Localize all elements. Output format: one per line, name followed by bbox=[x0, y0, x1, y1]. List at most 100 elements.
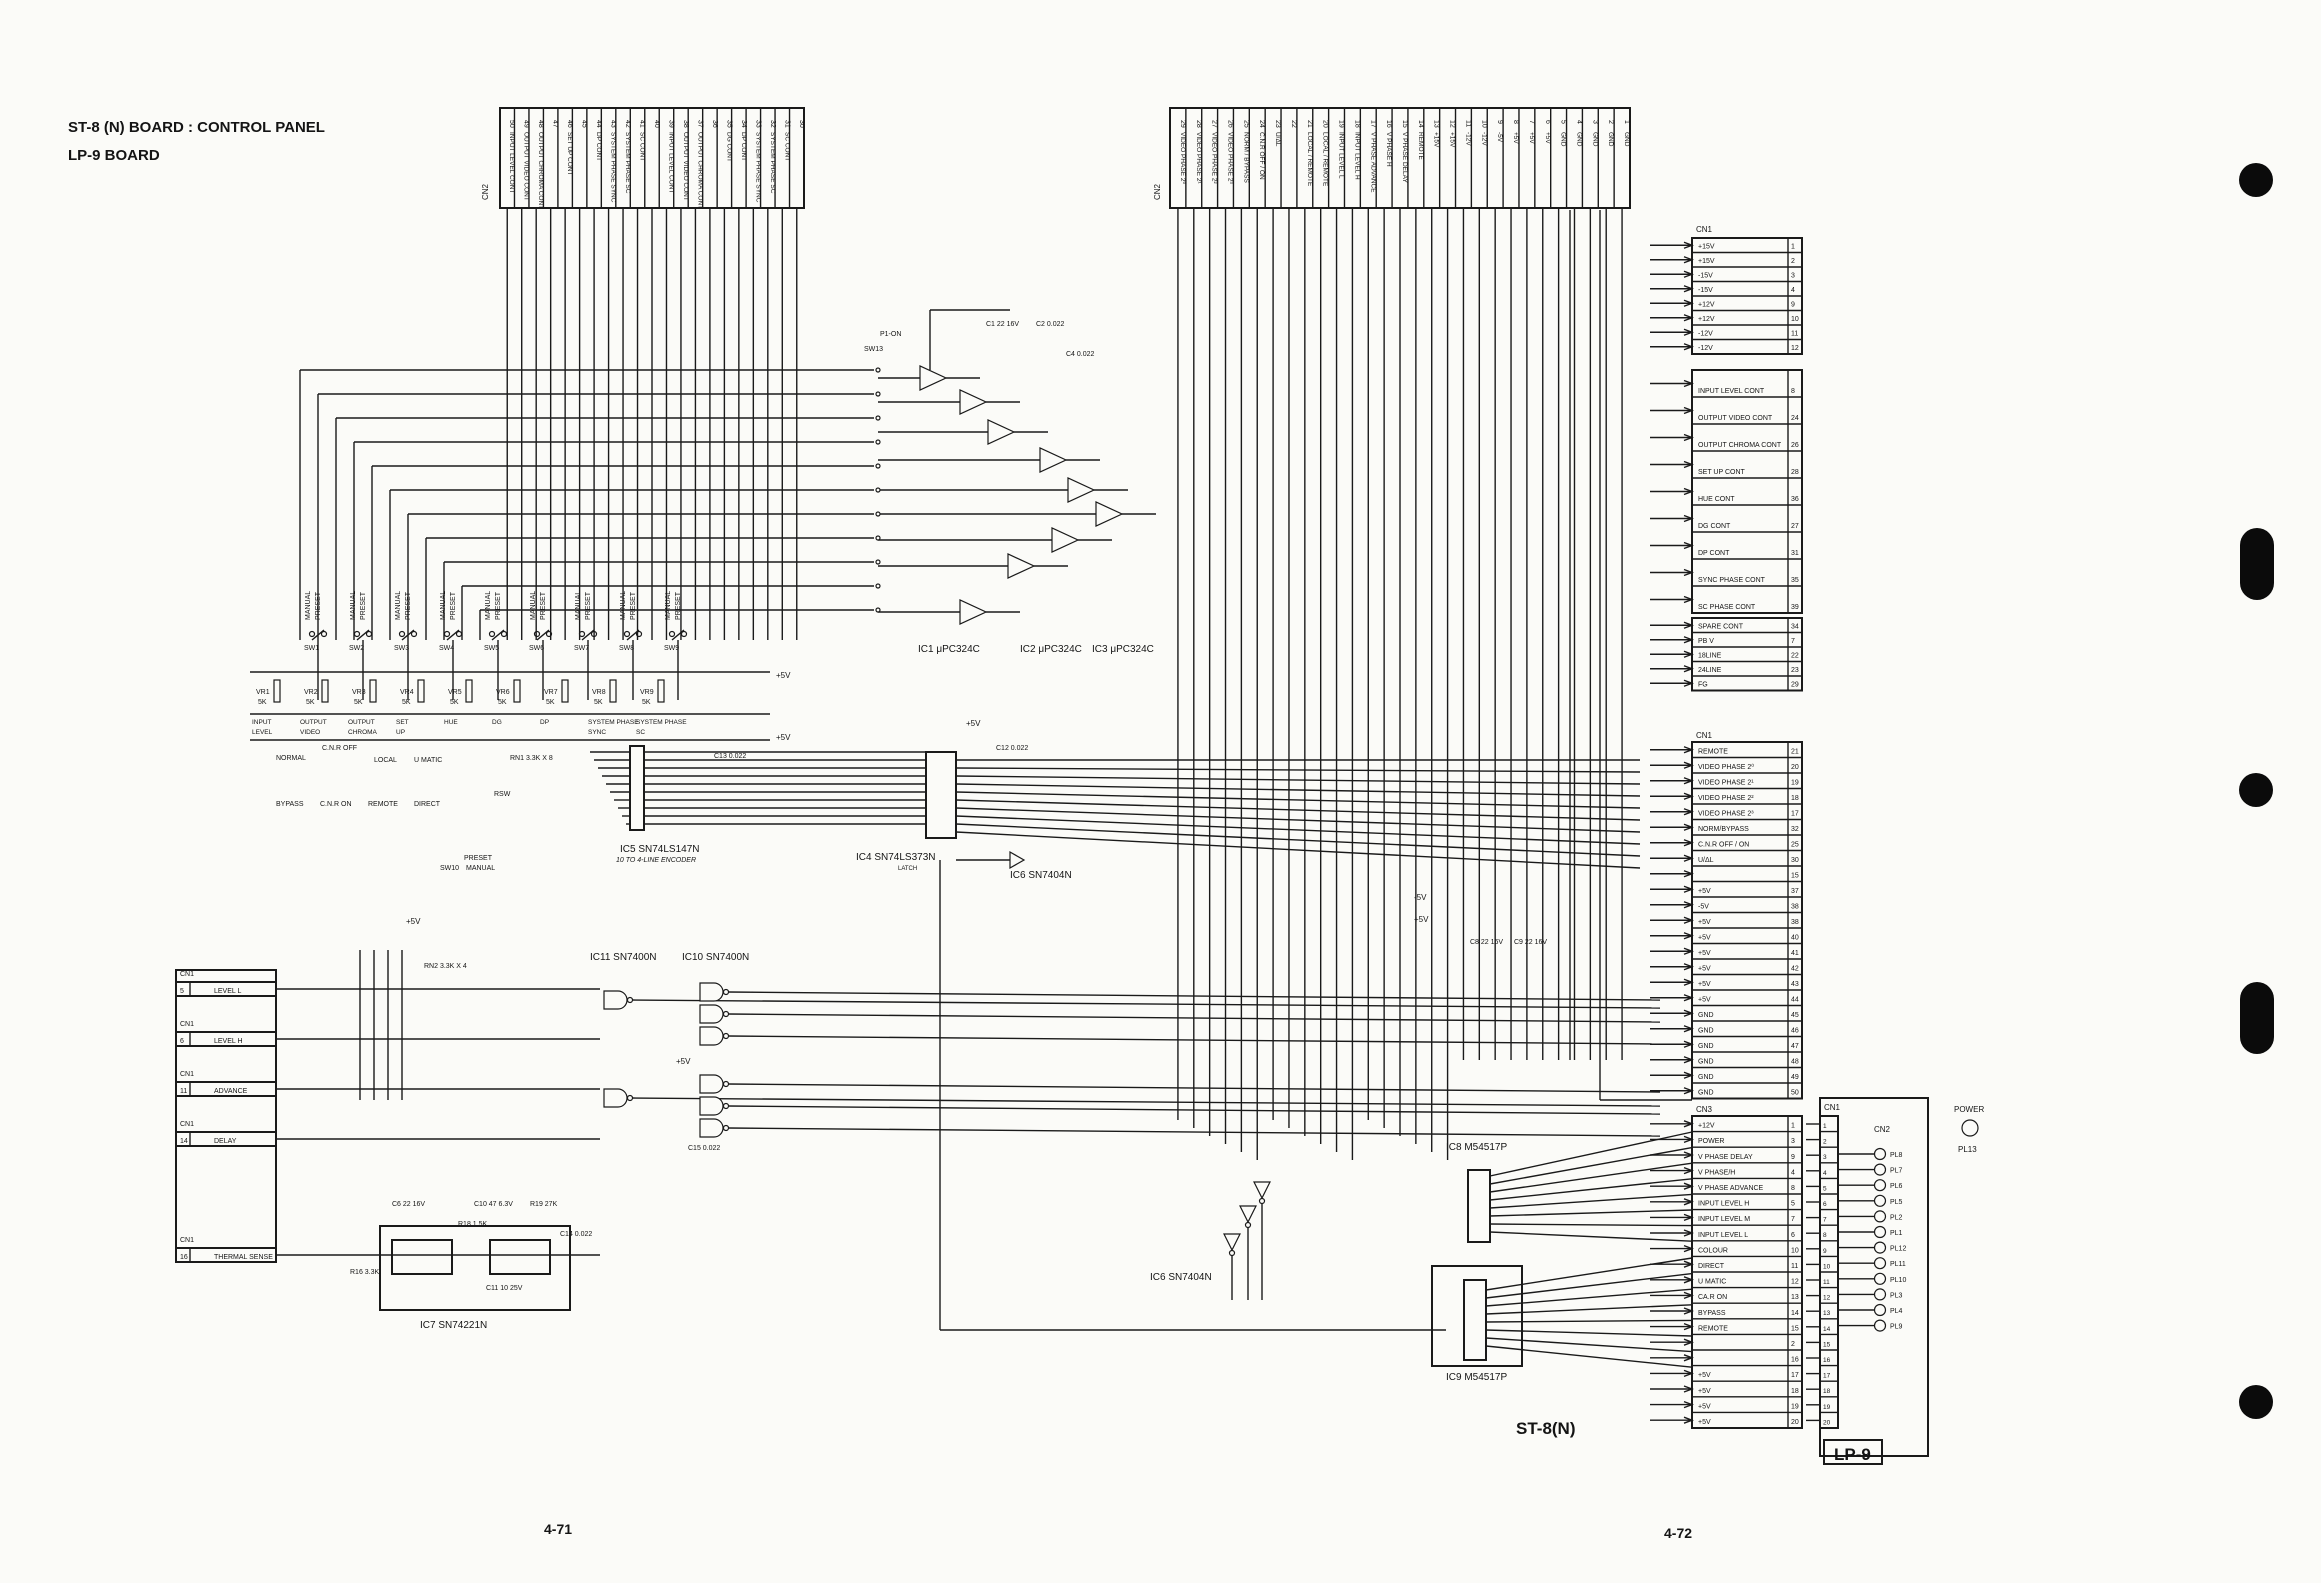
connector-pin-label: +5V bbox=[1698, 888, 1711, 895]
wire bbox=[1485, 1288, 1693, 1307]
cn2-right-pin-label: -12V bbox=[1464, 132, 1471, 146]
arrow-icon bbox=[1683, 1385, 1694, 1393]
arrow-icon bbox=[1683, 314, 1694, 322]
connector-pin-label: SPARE CONT bbox=[1698, 624, 1744, 631]
arrow-icon bbox=[1683, 1087, 1694, 1095]
connector-pin-label: REMOTE bbox=[1698, 749, 1728, 756]
bypass-label: BYPASS bbox=[276, 801, 304, 808]
cn2-right-pin-number: 20 bbox=[1322, 120, 1329, 128]
connector-pin-number: 12 bbox=[1791, 345, 1799, 352]
cn2-right-pin-number: 13 bbox=[1433, 120, 1440, 128]
wire bbox=[727, 991, 1661, 1001]
cn2-left-pin-number: 47 bbox=[552, 120, 559, 128]
connector-pin-label: GND bbox=[1698, 1043, 1714, 1050]
connector-pin-label: 18LINE bbox=[1698, 653, 1722, 660]
cn2-right-pin-number: 19 bbox=[1338, 120, 1345, 128]
wire bbox=[1485, 1272, 1693, 1299]
sw13-label: SW13 bbox=[864, 346, 883, 353]
opamp-icon bbox=[1051, 527, 1080, 553]
arrow-icon bbox=[1683, 839, 1694, 847]
pot-value: 5K bbox=[450, 699, 459, 706]
switch-preset-label: PRESET bbox=[450, 591, 457, 620]
connector-pin-number: 2 bbox=[1791, 258, 1795, 265]
c13-label: C13 0.022 bbox=[714, 753, 746, 760]
lamp-label: PL2 bbox=[1890, 1214, 1903, 1221]
connector-pin-number: 17 bbox=[1791, 1372, 1799, 1379]
switch-manual-label: MANUAL bbox=[665, 591, 672, 620]
lamp-icon bbox=[1873, 1163, 1887, 1176]
pot-caption: HUE bbox=[444, 719, 458, 726]
connector-pin-number: 37 bbox=[1791, 888, 1799, 895]
left-cn-name: CN1 bbox=[180, 1121, 194, 1128]
lamp-label: PL7 bbox=[1890, 1168, 1903, 1175]
connector-pin-label: FG bbox=[1698, 682, 1708, 689]
wire bbox=[1485, 1304, 1693, 1315]
ic6b-label: IC6 SN7404N bbox=[1150, 1272, 1212, 1283]
connector-pin-number: 47 bbox=[1791, 1043, 1799, 1050]
binder-hole-icon bbox=[2239, 163, 2273, 197]
potentiometer-icon bbox=[609, 679, 617, 703]
pot-value: 5K bbox=[354, 699, 363, 706]
cn2-left-pin-label: SYSTEM PHASE SYNC bbox=[610, 132, 617, 203]
pot-name: VR6 bbox=[496, 689, 510, 696]
pot-value: 5K bbox=[594, 699, 603, 706]
switch-preset-label: PRESET bbox=[540, 591, 547, 620]
cn2-left-pin-number: 38 bbox=[682, 120, 689, 128]
arrow-icon bbox=[1683, 1416, 1694, 1424]
cn2-right-pin-number: 14 bbox=[1417, 120, 1424, 128]
left-cn-pin-label: LEVEL L bbox=[214, 988, 241, 995]
connector-pin-number: 9 bbox=[1791, 1154, 1795, 1161]
arrow-icon bbox=[1683, 963, 1694, 971]
switch-name: SW7 bbox=[574, 645, 589, 652]
connector-pin-label: INPUT LEVEL L bbox=[1698, 1232, 1748, 1239]
arrow-icon bbox=[1683, 994, 1694, 1002]
inverter-icon bbox=[1239, 1205, 1257, 1224]
connector-pin-number: 12 bbox=[1791, 1279, 1799, 1286]
r19-label: R19 27K bbox=[530, 1201, 558, 1208]
lamp-label: PL9 bbox=[1890, 1324, 1903, 1331]
connector-pin-label: +5V bbox=[1698, 997, 1711, 1004]
switch-contact-icon bbox=[500, 630, 508, 638]
cn2-right-pin-number: 17 bbox=[1369, 120, 1376, 128]
normal-label: NORMAL bbox=[276, 755, 306, 762]
cn2-left-pin-label: SYSTEM PHASE SYNC bbox=[754, 132, 761, 203]
arrow-icon bbox=[1683, 406, 1694, 415]
wire bbox=[491, 629, 505, 641]
connector-pin-label: +15V bbox=[1698, 258, 1715, 265]
wire bbox=[536, 629, 550, 641]
cn2-right-pin-number: 12 bbox=[1449, 120, 1456, 128]
arrow-icon bbox=[1683, 761, 1694, 769]
potentiometer-icon bbox=[513, 679, 521, 703]
connector-pin-number: 38 bbox=[1791, 904, 1799, 911]
connector-pin-number: 13 bbox=[1791, 1294, 1799, 1301]
connector-pin-number: 6 bbox=[1791, 1232, 1795, 1239]
connector-pin-number: 3 bbox=[1791, 1138, 1795, 1145]
connector-pin-label: VIDEO PHASE 2⁰ bbox=[1698, 763, 1754, 771]
switch-contact-icon bbox=[488, 630, 496, 638]
binder-hole-icon bbox=[2240, 982, 2274, 1054]
inverter-bubble-icon bbox=[1228, 1249, 1236, 1257]
lamp-icon bbox=[1873, 1194, 1887, 1207]
connector-pin-label: SC PHASE CONT bbox=[1698, 604, 1756, 611]
arrow-icon bbox=[1683, 1276, 1694, 1284]
pot-caption: SET bbox=[396, 719, 409, 726]
connector-pin-label: POWER bbox=[1698, 1138, 1724, 1145]
connector-pin-number: 30 bbox=[1791, 857, 1799, 864]
cn2-left-pin-label: SC CONT bbox=[783, 132, 790, 161]
nand-gate-icon bbox=[699, 1074, 724, 1094]
arrow-icon bbox=[1683, 1135, 1694, 1144]
connector-pin-label: DG CONT bbox=[1698, 523, 1731, 530]
lp9-pin-number: 7 bbox=[1823, 1217, 1827, 1224]
arrow-icon bbox=[1683, 777, 1694, 785]
wire bbox=[581, 629, 595, 641]
connector-pin-label: GND bbox=[1698, 1028, 1714, 1035]
wire bbox=[1489, 1231, 1693, 1242]
switch-contact-icon bbox=[308, 630, 316, 638]
connector-pin-number: 43 bbox=[1791, 981, 1799, 988]
p1on-label: P1-ON bbox=[880, 331, 901, 338]
switch-contact-icon bbox=[623, 630, 631, 638]
wire bbox=[1485, 1319, 1693, 1323]
cn2-left-pin-number: 34 bbox=[740, 120, 747, 128]
connector-pin-number: 31 bbox=[1791, 550, 1799, 557]
ic9-outline bbox=[1431, 1265, 1523, 1367]
